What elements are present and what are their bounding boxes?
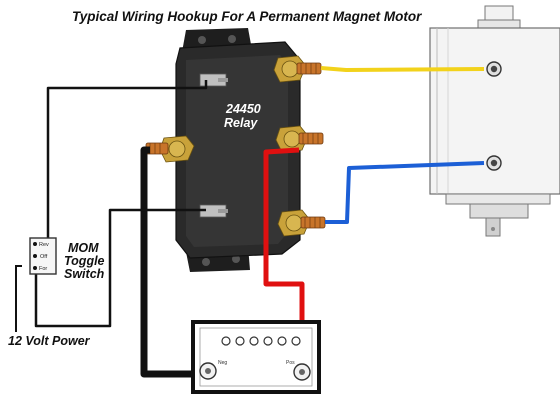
battery-cells xyxy=(221,336,301,346)
toggle-switch: Rev Off For xyxy=(29,237,57,275)
relay: 24450 Relay xyxy=(145,28,326,272)
diagram-title: Typical Wiring Hookup For A Permanent Ma… xyxy=(72,9,422,24)
motor-flange xyxy=(445,193,551,205)
switch-pos-off: Off xyxy=(40,254,48,260)
power-label: 12 Volt Power xyxy=(8,334,91,348)
wire-12v-feed xyxy=(15,265,22,332)
motor-terminal-1 xyxy=(486,61,502,77)
battery-neg-label: Neg xyxy=(218,360,227,366)
motor xyxy=(429,5,560,237)
battery-pos-label: Pos xyxy=(286,360,295,366)
relay-lug-middle-right xyxy=(275,125,324,153)
wire-yellow xyxy=(320,66,485,73)
wire-black-heavy xyxy=(140,146,202,378)
relay-label-line2: Relay xyxy=(224,116,258,130)
relay-spade-terminal-top xyxy=(199,73,228,87)
motor-mount xyxy=(469,203,529,219)
switch-label-line3: Switch xyxy=(64,267,105,281)
switch-label-line1: MOM xyxy=(68,241,99,255)
switch-pos-for: For xyxy=(39,266,47,272)
motor-terminal-2 xyxy=(486,155,502,171)
switch-label-line2: Toggle xyxy=(64,254,105,268)
switch-pos-rev: Rev xyxy=(39,242,49,248)
wire-red xyxy=(263,147,305,366)
relay-lug-bottom-right xyxy=(277,209,326,237)
battery-negative-terminal xyxy=(199,362,217,380)
battery-case xyxy=(191,320,321,394)
wire-black-bottom-spade xyxy=(34,208,206,328)
relay-lug-left xyxy=(145,135,195,163)
battery: Neg Pos xyxy=(191,320,321,394)
relay-lug-top-right xyxy=(273,55,322,83)
relay-label-line1: 24450 xyxy=(225,102,261,116)
battery-positive-terminal xyxy=(293,363,311,381)
wire-blue xyxy=(325,161,485,224)
